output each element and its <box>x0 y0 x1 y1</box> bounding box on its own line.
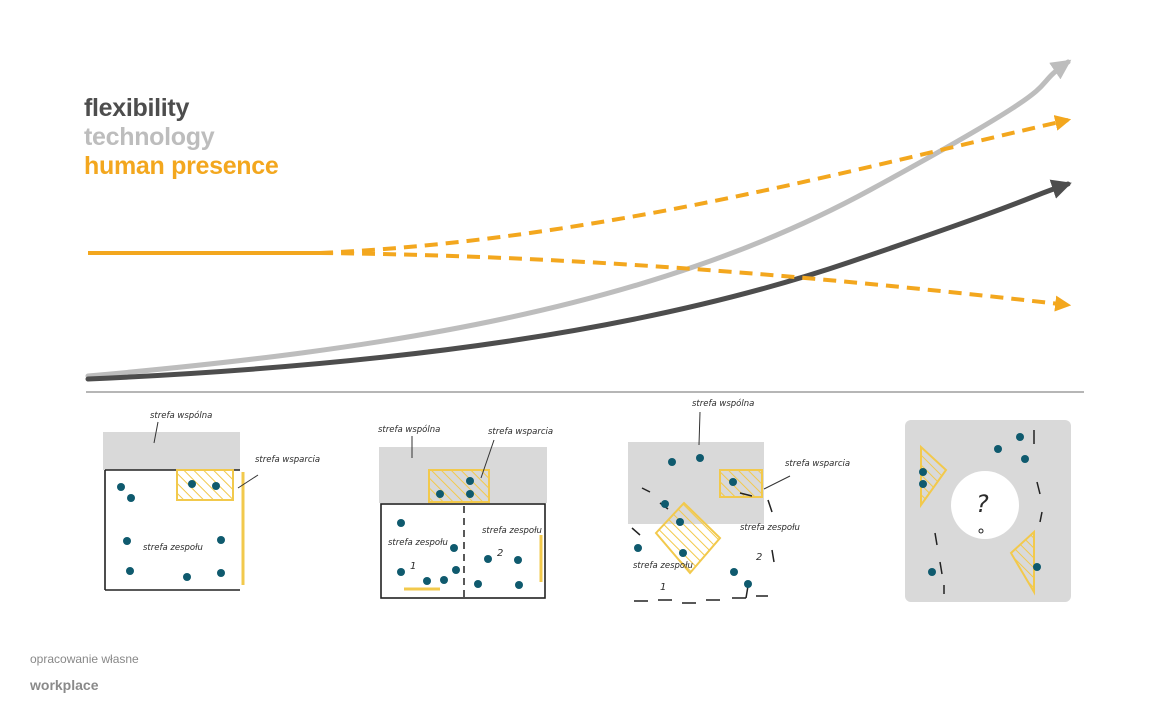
s2-team1-number: 1 <box>410 561 416 572</box>
legend-flexibility: flexibility <box>84 94 190 122</box>
support-triangle-right <box>1009 529 1035 596</box>
s3-team1-label: strefa zespołu <box>633 561 693 571</box>
human-presence-up-curve <box>319 115 1072 255</box>
s3-support-label: strefa wsparcia <box>785 459 850 469</box>
s3-team1-number: 1 <box>660 582 666 593</box>
sketch-4-layout: ? <box>905 420 1071 602</box>
sketch-3-layout: strefa wspólna strefa wsparcia strefa ze… <box>628 398 850 604</box>
s1-team-label: strefa zespołu <box>143 543 203 553</box>
common-zone <box>103 432 240 470</box>
technology-curve <box>85 59 1072 379</box>
sketch-1-layout: strefa wspólna strefa wsparcia strefa ze… <box>103 410 320 591</box>
legend-human-presence: human presence <box>84 152 279 180</box>
s3-team2-label: strefa zespołu <box>740 523 800 533</box>
s2-team2-number: 2 <box>497 548 503 559</box>
support-zone <box>176 469 234 501</box>
source-note: opracowanie własne <box>30 652 139 666</box>
s1-support-label: strefa wsparcia <box>255 455 320 465</box>
s3-team2-number: 2 <box>756 552 762 563</box>
s2-common-label: strefa wspólna <box>378 424 440 435</box>
flexibility-curve <box>85 179 1072 382</box>
s2-team1-label: strefa zespołu <box>388 538 448 548</box>
s2-support-label: strefa wsparcia <box>488 427 553 437</box>
legend: flexibility technology human presence <box>84 94 279 181</box>
question-mark: ? <box>976 490 989 518</box>
unknown-future-circle <box>951 471 1019 539</box>
human-presence-down-curve <box>319 251 1072 312</box>
legend-technology: technology <box>84 123 215 151</box>
s1-common-label: strefa wspólna <box>150 410 212 421</box>
s2-team2-label: strefa zespołu <box>482 526 542 536</box>
s3-common-label: strefa wspólna <box>692 398 754 409</box>
footer-label: workplace <box>30 677 99 693</box>
sketch-2-layout: strefa wspólna strefa wsparcia strefa ze… <box>378 424 553 599</box>
support-triangle-left <box>920 444 948 509</box>
team-support-zone <box>654 501 722 575</box>
